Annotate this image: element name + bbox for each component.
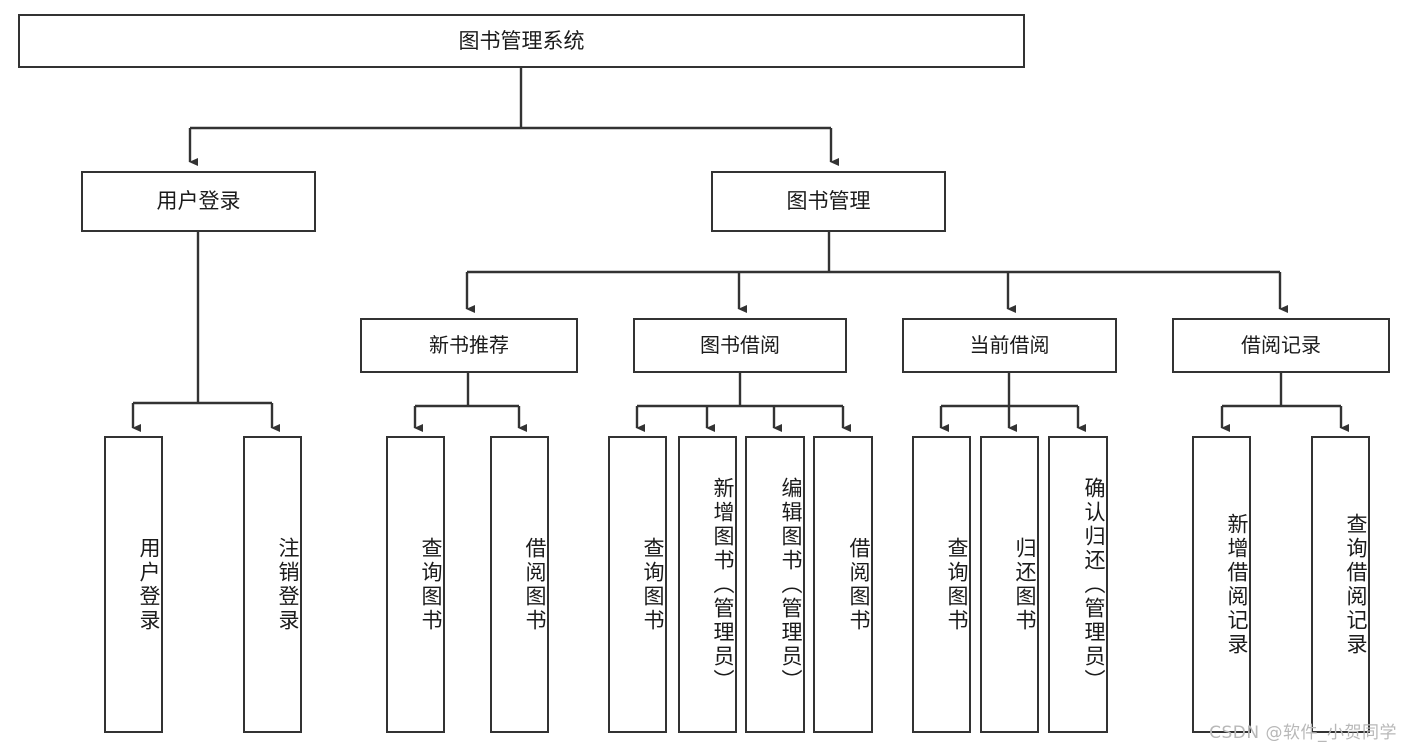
- node-label: 查询图书: [419, 536, 443, 633]
- node-label: 用户登录: [137, 536, 161, 633]
- node-label: 查询借阅记录: [1344, 512, 1368, 657]
- leaf-borrow-book-borrow[interactable]: 借阅图书: [813, 436, 873, 733]
- node-label: 图书借阅: [700, 332, 780, 357]
- node-book-management[interactable]: 图书管理: [711, 171, 946, 232]
- node-new-book-recommend[interactable]: 新书推荐: [360, 318, 578, 373]
- leaf-user-login[interactable]: 用户登录: [104, 436, 163, 733]
- node-label: 新增借阅记录: [1225, 512, 1249, 657]
- leaf-query-book-new-recommend[interactable]: 查询图书: [386, 436, 445, 733]
- leaf-borrow-book-new-recommend[interactable]: 借阅图书: [490, 436, 549, 733]
- leaf-confirm-return-admin[interactable]: 确认归还（管理员）: [1048, 436, 1108, 733]
- node-current-borrow[interactable]: 当前借阅: [902, 318, 1117, 373]
- leaf-query-book-borrow[interactable]: 查询图书: [608, 436, 667, 733]
- node-label: 查询图书: [641, 536, 665, 633]
- leaf-query-borrow-record[interactable]: 查询借阅记录: [1311, 436, 1370, 733]
- node-label: 归还图书: [1013, 536, 1037, 633]
- node-label: 新增图书（管理员）: [711, 476, 735, 693]
- node-label: 图书管理: [786, 189, 871, 214]
- node-label: 注销登录: [276, 536, 300, 633]
- leaf-edit-book-admin[interactable]: 编辑图书（管理员）: [745, 436, 805, 733]
- node-label: 当前借阅: [969, 332, 1050, 357]
- node-label: 借阅图书: [847, 536, 871, 633]
- node-label: 用户登录: [156, 189, 241, 214]
- node-label: 借阅图书: [523, 536, 547, 633]
- node-user-login[interactable]: 用户登录: [81, 171, 316, 232]
- node-label: 查询图书: [945, 536, 969, 633]
- leaf-return-book[interactable]: 归还图书: [980, 436, 1039, 733]
- csdn-watermark: CSDN @软件_小贺同学: [1209, 723, 1397, 743]
- node-label: 确认归还（管理员）: [1082, 476, 1106, 693]
- node-book-management-system[interactable]: 图书管理系统: [18, 14, 1025, 68]
- node-label: 图书管理系统: [458, 28, 585, 53]
- leaf-query-book-current[interactable]: 查询图书: [912, 436, 971, 733]
- node-label: 借阅记录: [1241, 332, 1321, 357]
- leaf-logout-login[interactable]: 注销登录: [243, 436, 302, 733]
- node-borrow-record[interactable]: 借阅记录: [1172, 318, 1390, 373]
- leaf-add-book-admin[interactable]: 新增图书（管理员）: [678, 436, 737, 733]
- node-book-borrow[interactable]: 图书借阅: [633, 318, 847, 373]
- node-label: 新书推荐: [429, 332, 509, 357]
- leaf-add-borrow-record[interactable]: 新增借阅记录: [1192, 436, 1251, 733]
- node-label: 编辑图书（管理员）: [779, 476, 803, 693]
